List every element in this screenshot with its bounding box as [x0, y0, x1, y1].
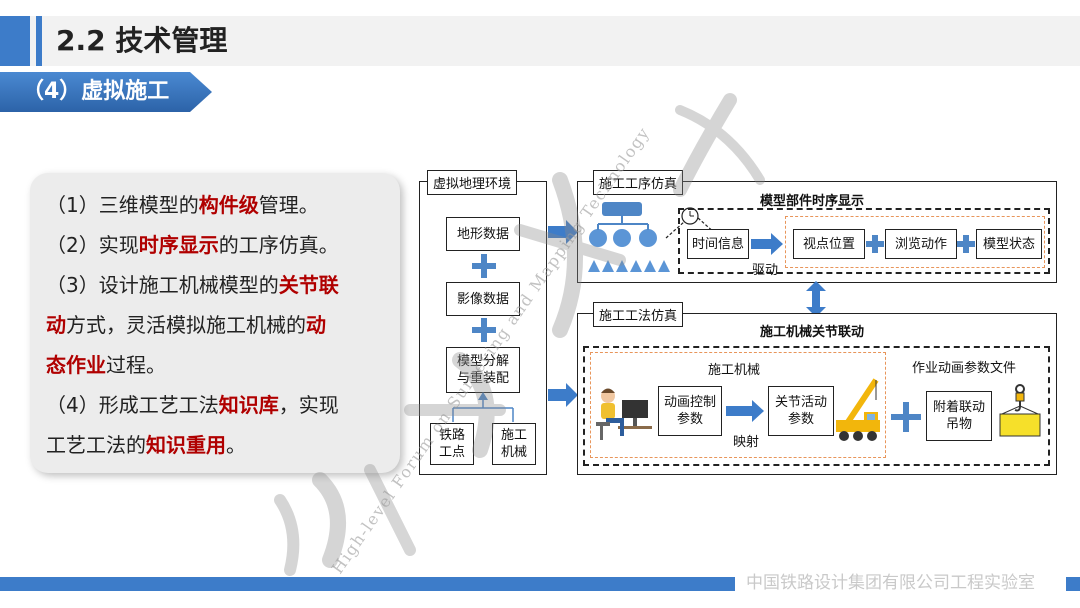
- feature-line: 态作业过程。: [46, 345, 339, 385]
- attached-load-box: 附着联动 吊物: [926, 391, 992, 441]
- arrow-right-icon: [548, 220, 578, 244]
- highlight-text: 关节联: [278, 273, 339, 297]
- virtual-env-title: 虚拟地理环境: [427, 170, 518, 195]
- footer-accent: [1066, 577, 1080, 591]
- header-bar: [0, 16, 1080, 66]
- process-sim-inner-title: 模型部件时序显示: [760, 194, 865, 209]
- mapping-label: 映射: [733, 435, 760, 450]
- highlight-text: 动: [46, 313, 66, 337]
- plus-icon: [957, 235, 975, 253]
- feature-line: （3）设计施工机械模型的关节联: [46, 265, 339, 305]
- highlight-text: 构件级: [198, 193, 259, 217]
- feature-line: 工艺工法的知识重用。: [46, 425, 339, 465]
- viewpoint-box: 视点位置: [793, 229, 865, 259]
- process-dashed-region: [678, 208, 1050, 274]
- feature-line: 动方式，灵活模拟施工机械的动: [46, 305, 339, 345]
- feature-text: 的工序仿真。: [218, 233, 339, 257]
- machinery-label: 施工机械: [708, 363, 761, 378]
- merge-connector: [452, 392, 514, 422]
- feature-text: （1）三维模型的: [46, 193, 199, 217]
- highlight-text: 知识重用: [146, 433, 226, 457]
- feature-text: 方式，灵活模拟施工机械的: [66, 313, 306, 337]
- method-dashed-region: [583, 346, 1050, 466]
- feature-text: 。: [226, 433, 246, 457]
- plus-icon: [472, 254, 496, 278]
- machinery-dashed-region: [590, 352, 886, 458]
- browse-action-box: 浏览动作: [885, 229, 957, 259]
- header-accent-line: [36, 16, 42, 66]
- arrow-right-icon: [548, 383, 578, 407]
- param-file-label: 作业动画参数文件: [912, 361, 1017, 376]
- process-sim-title: 施工工序仿真: [593, 170, 684, 195]
- feature-line: （4）形成工艺工法知识库，实现: [46, 385, 339, 425]
- feature-line: （1）三维模型的构件级管理。: [46, 185, 339, 225]
- highlight-text: 时序显示: [138, 233, 219, 257]
- page-title: 2.2 技术管理: [56, 24, 228, 57]
- crane-truck-icon: [836, 378, 880, 441]
- method-sim-inner-title: 施工机械关节联动: [760, 325, 865, 340]
- railway-site-box: 铁路 工点: [430, 423, 474, 465]
- feature-text: （3）设计施工机械模型的: [46, 273, 279, 297]
- method-sim-title: 施工工法仿真: [593, 302, 684, 327]
- highlight-text: 态作业: [46, 353, 106, 377]
- feature-text: （4）形成工艺工法: [46, 393, 219, 417]
- operator-desk-icon: [596, 388, 652, 440]
- subtitle-ribbon: [0, 72, 212, 112]
- feature-text: 工艺工法的: [46, 433, 146, 457]
- drive-label: 驱动: [752, 263, 779, 278]
- terrain-data-box: 地形数据: [446, 217, 520, 251]
- feature-text: ，实现: [278, 393, 339, 417]
- header-accent-block: [0, 16, 30, 66]
- model-decompose-box: 模型分解 与重装配: [446, 347, 520, 393]
- hook-load-icon: [999, 384, 1041, 437]
- plus-icon: [472, 318, 496, 342]
- plus-icon: [866, 235, 884, 253]
- time-info-box: 时间信息: [687, 229, 749, 259]
- plus-icon: [891, 402, 921, 432]
- feature-line: （2）实现时序显示的工序仿真。: [46, 225, 339, 265]
- section-tab-label[interactable]: （4）虚拟施工: [22, 79, 170, 104]
- footer-org: 中国铁路设计集团有限公司工程实验室: [746, 573, 1035, 593]
- double-arrow-icon: [806, 281, 826, 317]
- features-panel: （1）三维模型的构件级管理。（2）实现时序显示的工序仿真。（3）设计施工机械模型…: [30, 173, 400, 473]
- arrow-right-icon: [726, 400, 764, 422]
- feature-text: 管理。: [258, 193, 319, 217]
- highlight-text: 知识库: [218, 393, 279, 417]
- hierarchy-tree-icon: [588, 202, 670, 272]
- model-state-box: 模型状态: [976, 229, 1042, 259]
- features-list: （1）三维模型的构件级管理。（2）实现时序显示的工序仿真。（3）设计施工机械模型…: [46, 185, 339, 465]
- footer-bar: [0, 577, 735, 591]
- machinery-box: 施工 机械: [492, 423, 536, 465]
- state-dashed-region: [785, 216, 1045, 268]
- imagery-data-box: 影像数据: [446, 282, 520, 316]
- feature-text: 过程。: [106, 353, 166, 377]
- highlight-text: 动: [306, 313, 326, 337]
- arrow-right-icon: [751, 233, 783, 255]
- feature-text: （2）实现: [46, 233, 139, 257]
- anim-control-box: 动画控制 参数: [658, 386, 722, 436]
- joint-params-box: 关节活动 参数: [768, 386, 834, 436]
